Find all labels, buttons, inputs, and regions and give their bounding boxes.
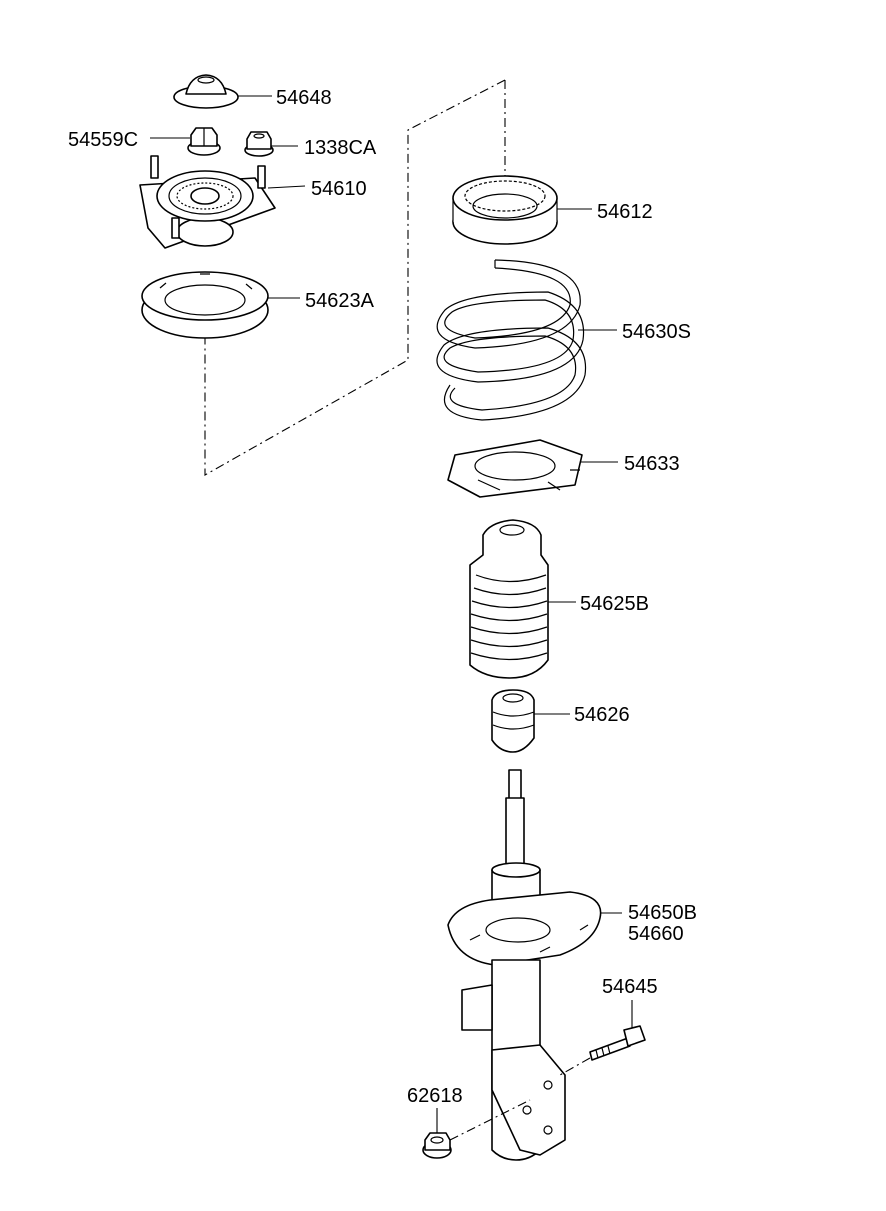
hex-nut-part <box>244 131 274 157</box>
label-54660: 54660 <box>628 923 684 945</box>
label-54623A: 54623A <box>305 290 375 312</box>
label-54559C: 54559C <box>68 129 138 151</box>
dust-cap-part <box>173 74 239 109</box>
label-1338CA: 1338CA <box>304 137 377 159</box>
flange-nut-part <box>187 127 221 156</box>
label-54612: 54612 <box>597 201 653 223</box>
leader-54610 <box>267 185 306 189</box>
label-54633: 54633 <box>624 453 680 475</box>
strut-body-part <box>447 769 602 1161</box>
bump-stop-part <box>491 689 535 753</box>
label-54625B: 54625B <box>580 593 649 615</box>
coil-spring-part <box>436 259 587 421</box>
label-54610: 54610 <box>311 178 367 200</box>
nut-axis-line <box>449 1099 531 1141</box>
upper-spring-seat-part <box>141 271 269 339</box>
label-54650B: 54650B <box>628 902 697 924</box>
spring-pad-part <box>447 439 583 498</box>
label-54645: 54645 <box>602 976 658 998</box>
label-62618: 62618 <box>407 1085 463 1107</box>
bolt-axis-line <box>559 1057 591 1076</box>
lower-nut-part <box>422 1132 452 1159</box>
strut-mount-part <box>139 155 276 249</box>
label-54626: 54626 <box>574 704 630 726</box>
strut-bearing-part <box>452 175 558 245</box>
dust-boot-part <box>469 519 549 679</box>
reference-line-upper <box>204 79 506 476</box>
label-54648: 54648 <box>276 87 332 109</box>
bolt-part <box>589 1025 646 1061</box>
label-54630S: 54630S <box>622 321 691 343</box>
